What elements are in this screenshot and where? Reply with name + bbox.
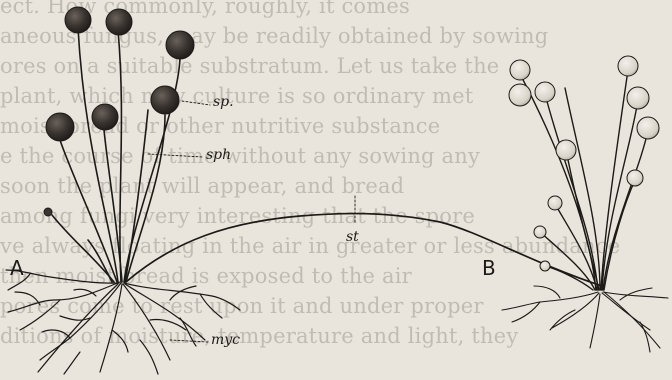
label-leaders — [148, 101, 355, 342]
label-plant-b: B — [482, 256, 496, 280]
label-stolon: st — [346, 229, 359, 245]
plant-a-mature-sporangia — [6, 7, 602, 374]
plant-a-mycelium — [6, 270, 240, 374]
label-plant-a: A — [10, 256, 24, 280]
label-sporangiophore: sph — [206, 147, 231, 163]
label-mycelium: myc — [211, 332, 240, 348]
label-sporangium: sp. — [213, 94, 234, 110]
plant-b-young-sporangia — [502, 56, 668, 352]
plant-b-sporangia — [509, 56, 659, 271]
plant-b-mycelium — [502, 286, 668, 352]
stolon — [126, 214, 602, 286]
